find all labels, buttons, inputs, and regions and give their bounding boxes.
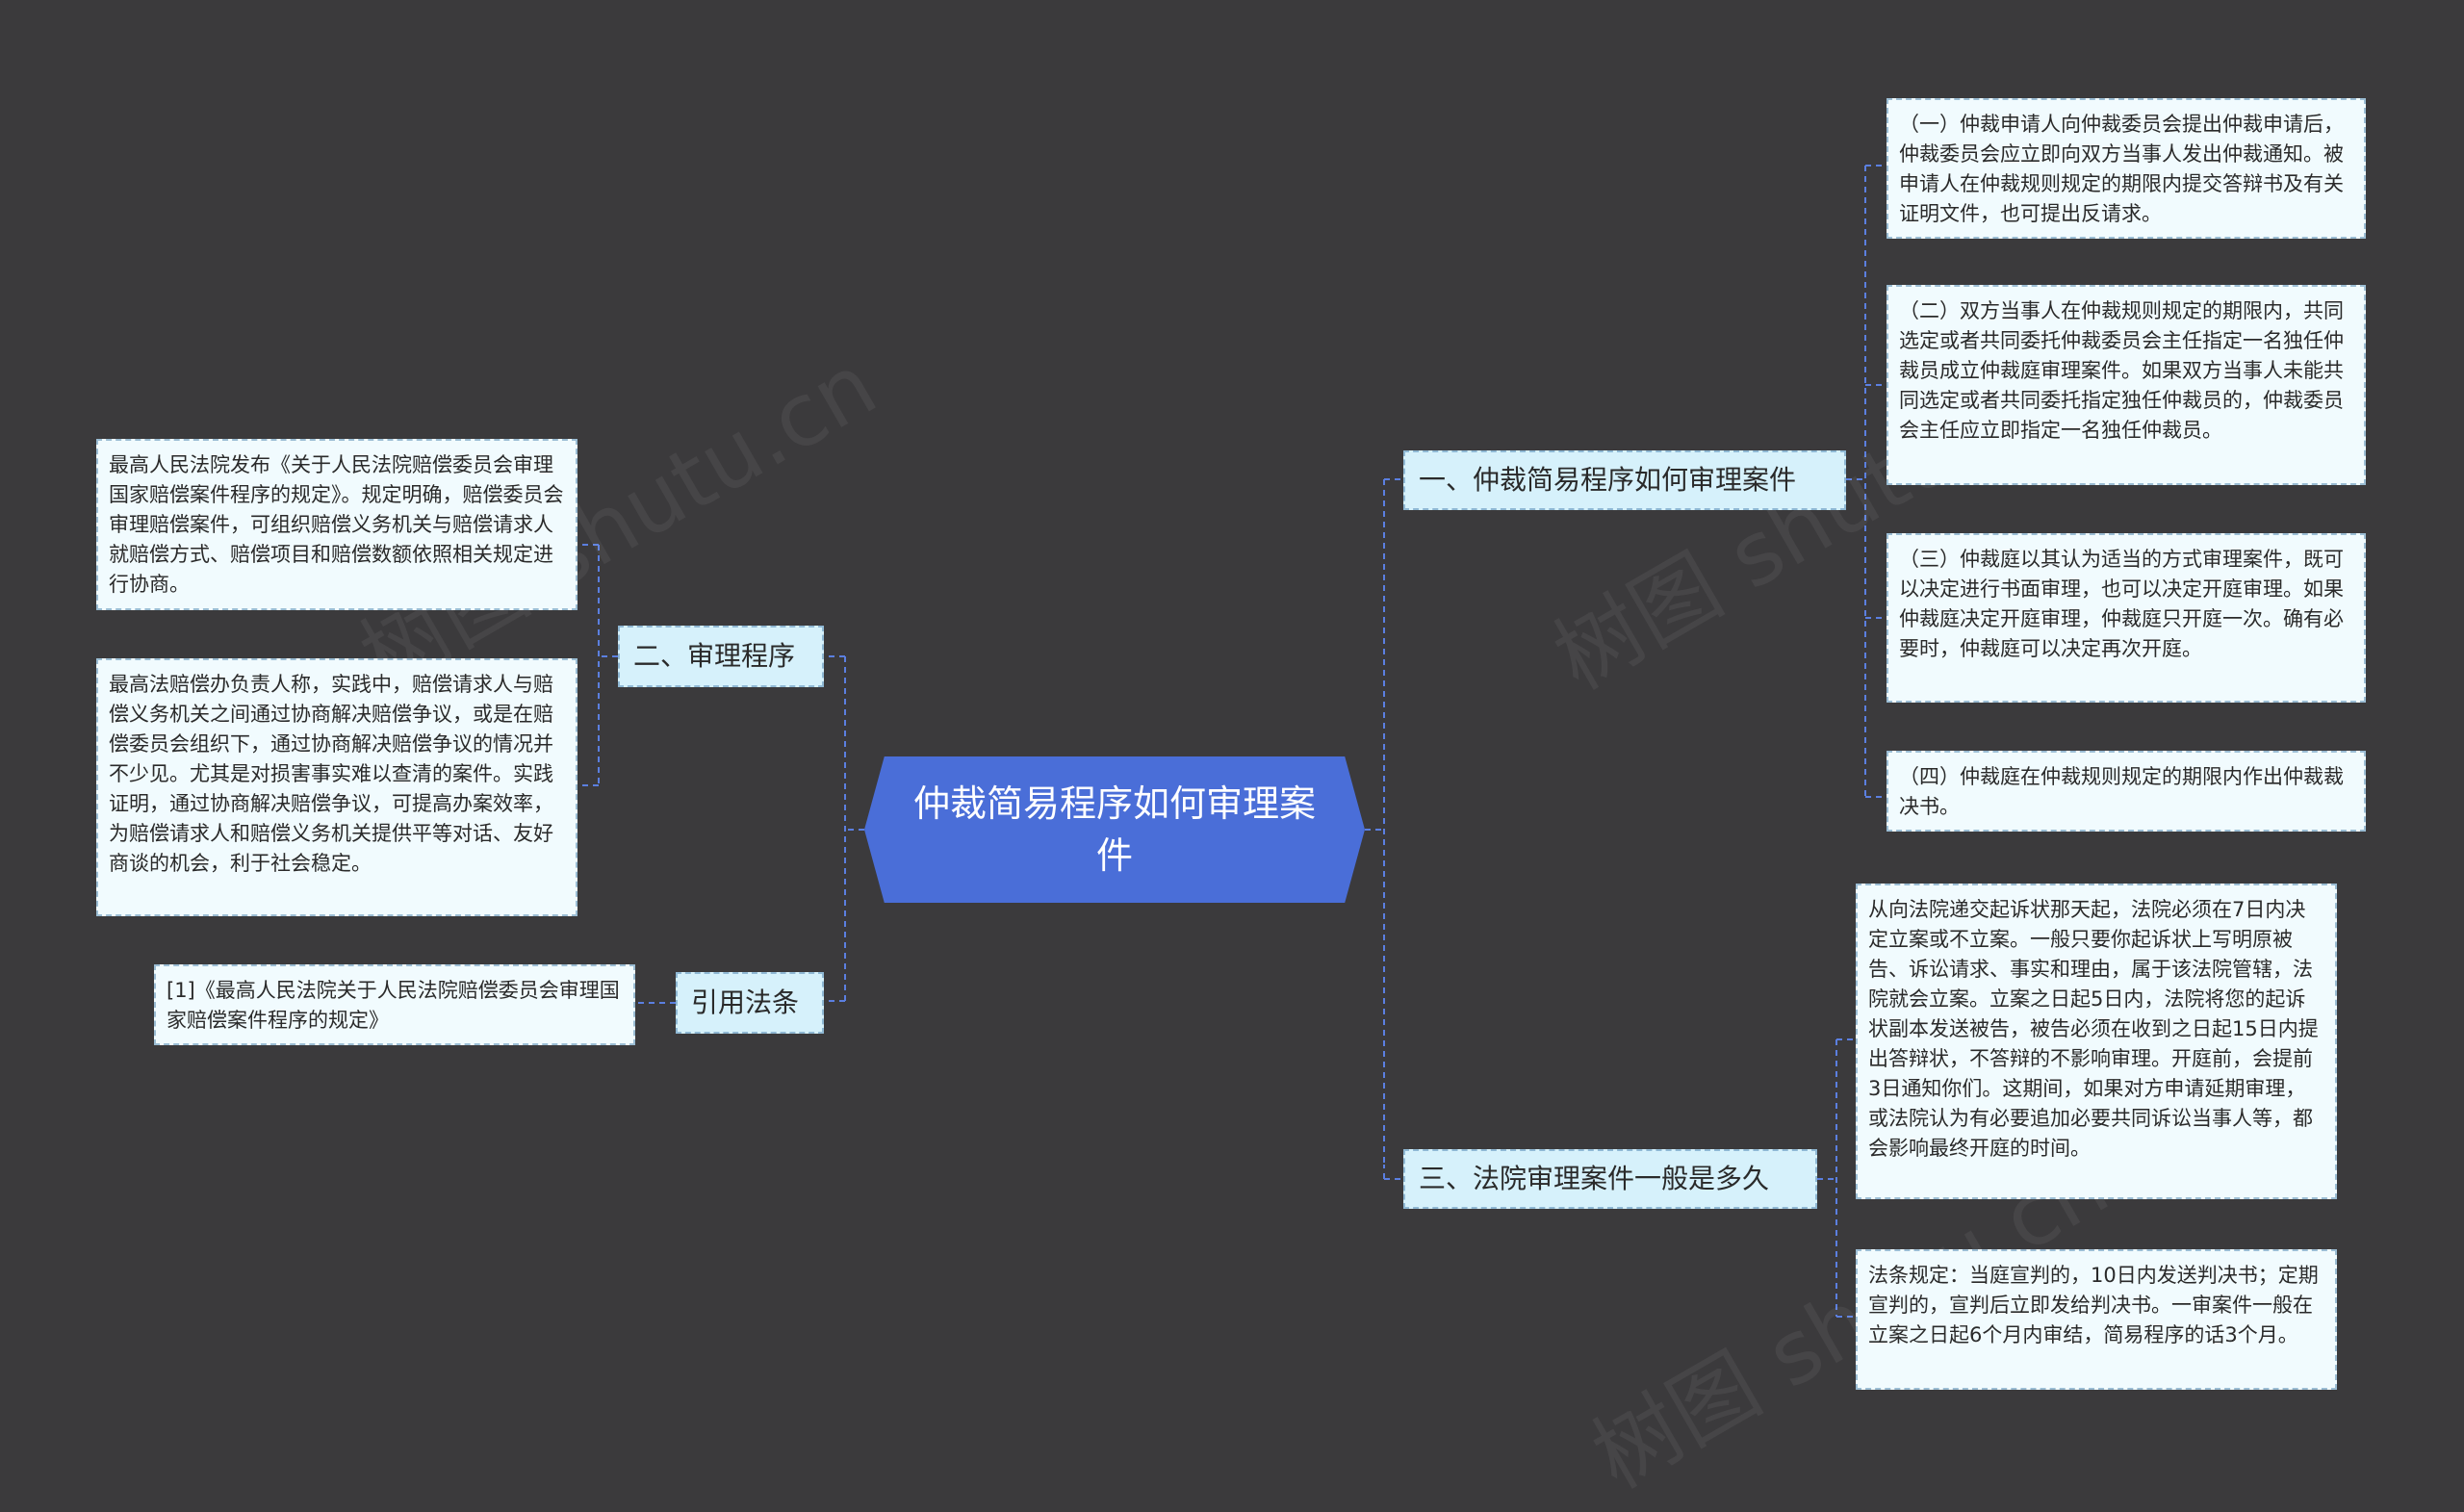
- branch-node-procedure[interactable]: 一、仲裁简易程序如何审理案件: [1403, 450, 1846, 510]
- leaf-node[interactable]: （三）仲裁庭以其认为适当的方式审理案件，既可以决定进行书面审理，也可以决定开庭审…: [1886, 533, 2366, 703]
- connector-root-b3: [1383, 1165, 1403, 1180]
- leaf-text: [1]《最高人民法院关于人民法院赔偿委员会审理国家赔偿案件程序的规定》: [167, 979, 620, 1032]
- branch-label: 三、法院审理案件一般是多久: [1419, 1163, 1770, 1194]
- leaf-text: 最高人民法院发布《关于人民法院赔偿委员会审理国家赔偿案件程序的规定》。规定明确，…: [109, 453, 564, 596]
- leaf-text: 法条规定：当庭宣判的，10日内发送判决书；定期宣判的，宣判后立即发给判决书。一审…: [1868, 1264, 2319, 1346]
- leaf-node[interactable]: （一）仲裁申请人向仲裁委员会提出仲裁申请后，仲裁委员会应立即向双方当事人发出仲裁…: [1886, 98, 2366, 239]
- root-label: 仲裁简易程序如何审理案件: [912, 782, 1316, 877]
- branch-node-citation[interactable]: 引用法条: [676, 972, 824, 1034]
- connector-b2-trunk: [598, 545, 618, 785]
- leaf-node[interactable]: （四）仲裁庭在仲裁规则规定的期限内作出仲裁裁决书。: [1886, 751, 2366, 832]
- leaf-text: （四）仲裁庭在仲裁规则规定的期限内作出仲裁裁决书。: [1899, 765, 2344, 818]
- leaf-text: （一）仲裁申请人向仲裁委员会提出仲裁申请后，仲裁委员会应立即向双方当事人发出仲裁…: [1899, 113, 2344, 225]
- leaf-text: 最高法赔偿办负责人称，实践中，赔偿请求人与赔偿义务机关之间通过协商解决赔偿争议，…: [109, 673, 553, 875]
- branch-label: 二、审理程序: [633, 640, 796, 672]
- leaf-text: （三）仲裁庭以其认为适当的方式审理案件，既可以决定进行书面审理，也可以决定开庭审…: [1899, 548, 2344, 660]
- connector-root-left: [844, 656, 864, 1001]
- branch-node-court-duration[interactable]: 三、法院审理案件一般是多久: [1403, 1149, 1817, 1209]
- connector-root-right: [1365, 479, 1385, 1165]
- leaf-text: 从向法院递交起诉状那天起，法院必须在7日内决定立案或不立案。一般只要你起诉状上写…: [1868, 898, 2319, 1160]
- leaf-node[interactable]: 法条规定：当庭宣判的，10日内发送判决书；定期宣判的，宣判后立即发给判决书。一审…: [1856, 1249, 2337, 1390]
- root-node[interactable]: 仲裁简易程序如何审理案件: [864, 756, 1365, 903]
- branch-label: 引用法条: [691, 987, 800, 1018]
- branch-node-trial[interactable]: 二、审理程序: [618, 626, 824, 687]
- leaf-node[interactable]: [1]《最高人民法院关于人民法院赔偿委员会审理国家赔偿案件程序的规定》: [154, 964, 635, 1045]
- leaf-node[interactable]: 从向法院递交起诉状那天起，法院必须在7日内决定立案或不立案。一般只要你起诉状上写…: [1856, 884, 2337, 1199]
- leaf-text: （二）双方当事人在仲裁规则规定的期限内，共同选定或者共同委托仲裁委员会主任指定一…: [1899, 299, 2344, 442]
- leaf-node[interactable]: 最高法赔偿办负责人称，实践中，赔偿请求人与赔偿义务机关之间通过协商解决赔偿争议，…: [96, 658, 578, 916]
- leaf-node[interactable]: （二）双方当事人在仲裁规则规定的期限内，共同选定或者共同委托仲裁委员会主任指定一…: [1886, 285, 2366, 485]
- leaf-node[interactable]: 最高人民法院发布《关于人民法院赔偿委员会审理国家赔偿案件程序的规定》。规定明确，…: [96, 439, 578, 610]
- connector-b1-trunk: [1846, 166, 1866, 797]
- branch-label: 一、仲裁简易程序如何审理案件: [1419, 464, 1797, 496]
- connector-b3-trunk: [1817, 1039, 1837, 1317]
